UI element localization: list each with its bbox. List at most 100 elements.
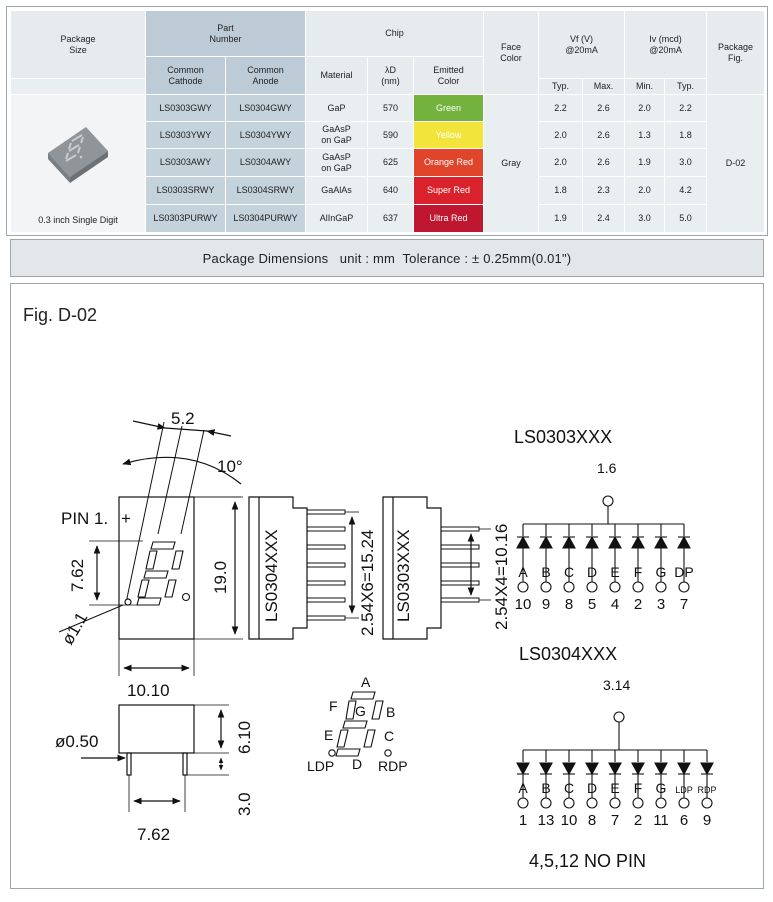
segment-letter: E (610, 780, 619, 796)
dim-5-2: 5.2 (171, 409, 195, 428)
pin1-plus: + (121, 509, 131, 528)
common-pin-circle (613, 711, 625, 723)
header-iv-typ: Typ. (664, 78, 708, 95)
header-iv: Iv (mcd) @20mA (624, 10, 708, 79)
pin-circle (701, 797, 713, 809)
anode-common-pin: 3.14 (603, 677, 630, 693)
diode-icon (677, 762, 691, 776)
wavelength: 637 (367, 204, 415, 233)
pin-circle (563, 797, 575, 809)
pin1-label: PIN 1. (61, 509, 108, 528)
side2-pin-dim: 2.54X4=10.16 (492, 524, 511, 630)
material: AlInGaP (305, 204, 369, 233)
segment-letter: F (634, 564, 643, 580)
header-lambda: λD (nm) (367, 56, 415, 95)
bottom-view (81, 704, 229, 812)
segment-letter: C (564, 564, 574, 580)
pin-number: 13 (538, 812, 555, 829)
diode-icon (700, 762, 714, 776)
vf-max: 2.3 (582, 176, 626, 205)
iv-typ: 4.2 (664, 176, 708, 205)
vf-typ: 1.9 (538, 204, 584, 233)
face-color: Gray (483, 94, 540, 233)
wavelength: 590 (367, 121, 415, 149)
pin-number: 2 (634, 812, 642, 829)
segment-letter: D (587, 564, 597, 580)
anode-circuit-title: LS0304XXX (519, 644, 617, 664)
pin-number: 7 (611, 812, 619, 829)
vf-max: 2.6 (582, 121, 626, 149)
diode-icon (677, 535, 691, 549)
seg-label-d: D (352, 756, 362, 772)
front-body (118, 496, 195, 640)
header-emitted-color: Emitted Color (413, 56, 485, 95)
header-common-cathode-text: Common Cathode (167, 64, 204, 86)
material: GaAlAs (305, 176, 369, 205)
emitted-color: Green (413, 94, 485, 122)
cathode-part: LS0303SRWY (145, 176, 226, 205)
diode-icon (539, 535, 553, 549)
package-fig: D-02 (706, 94, 766, 233)
pin-circle (540, 581, 552, 593)
anode-circuit (516, 711, 714, 809)
diode-icon (585, 535, 599, 549)
pin-circle (517, 797, 529, 809)
segment-letter: DP (674, 564, 693, 580)
header-vf: Vf (V) @20mA (538, 10, 626, 79)
anode-part: LS0304AWY (224, 148, 307, 177)
dim-pin-diameter: ø0.50 (55, 732, 98, 751)
cathode-part: LS0303GWY (145, 94, 226, 122)
pin-circle (632, 797, 644, 809)
pin-number: 11 (653, 812, 669, 829)
diode-icon (608, 535, 622, 549)
pin-circle (655, 581, 667, 593)
diode-icon (608, 762, 622, 776)
dim-angle: 10° (217, 457, 243, 476)
diode-icon (562, 762, 576, 776)
pin-circle (678, 797, 690, 809)
side2-part-label: LS0303XXX (394, 529, 413, 622)
spec-table: Package Size Part Number Chip Face Color… (10, 10, 766, 233)
header-package-size: Package Size (10, 10, 146, 79)
pin-circle (517, 581, 529, 593)
header-package-size-text: Package Size (60, 33, 96, 55)
emitted-color: Ultra Red (413, 204, 485, 233)
header-vf-max-text: Max. (593, 81, 614, 91)
header-common-anode-text: Common Anode (247, 64, 284, 86)
pin-number: 10 (515, 596, 532, 613)
vf-typ: 2.0 (538, 121, 584, 149)
diode-icon (516, 762, 530, 776)
segment-letter: LDP (675, 785, 693, 795)
vf-max: 2.6 (582, 148, 626, 177)
package-dimensions-text: Package Dimensions unit : mm Tolerance :… (202, 250, 572, 266)
cathode-circuit-title: LS0303XXX (514, 427, 612, 447)
header-vf-typ-text: Typ. (552, 81, 570, 91)
iv-min: 1.3 (624, 121, 666, 149)
seg-label-c: C (384, 728, 394, 744)
pin-circle (586, 581, 598, 593)
segment-letter: A (518, 780, 528, 796)
emitted-color: Super Red (413, 176, 485, 205)
vf-typ: 2.0 (538, 148, 584, 177)
anode-part: LS0304SRWY (224, 176, 307, 205)
pin-number: 5 (588, 596, 596, 613)
wavelength: 570 (367, 94, 415, 122)
header-vf-max: Max. (582, 78, 626, 95)
segment-letter: D (587, 780, 597, 796)
table-row: LS0303AWY LS0304AWY GaAsP on GaP 625 Ora… (11, 148, 765, 177)
material: GaAsP on GaP (305, 148, 369, 177)
header-material: Material (305, 56, 369, 95)
cathode-part: LS0303YWY (145, 121, 226, 149)
cathode-part: LS0303PURWY (145, 204, 226, 233)
header-chip: Chip (305, 10, 485, 57)
iv-min: 1.9 (624, 148, 666, 177)
pin-circle (586, 797, 598, 809)
header-iv-typ-text: Typ. (677, 81, 695, 91)
emitted-color: Yellow (413, 121, 485, 149)
pin-number: 1 (519, 812, 527, 829)
segment-letter: G (656, 780, 667, 796)
vf-max: 2.4 (582, 204, 626, 233)
dim-3-0: 3.0 (235, 792, 254, 816)
pin-number: 9 (703, 812, 711, 829)
